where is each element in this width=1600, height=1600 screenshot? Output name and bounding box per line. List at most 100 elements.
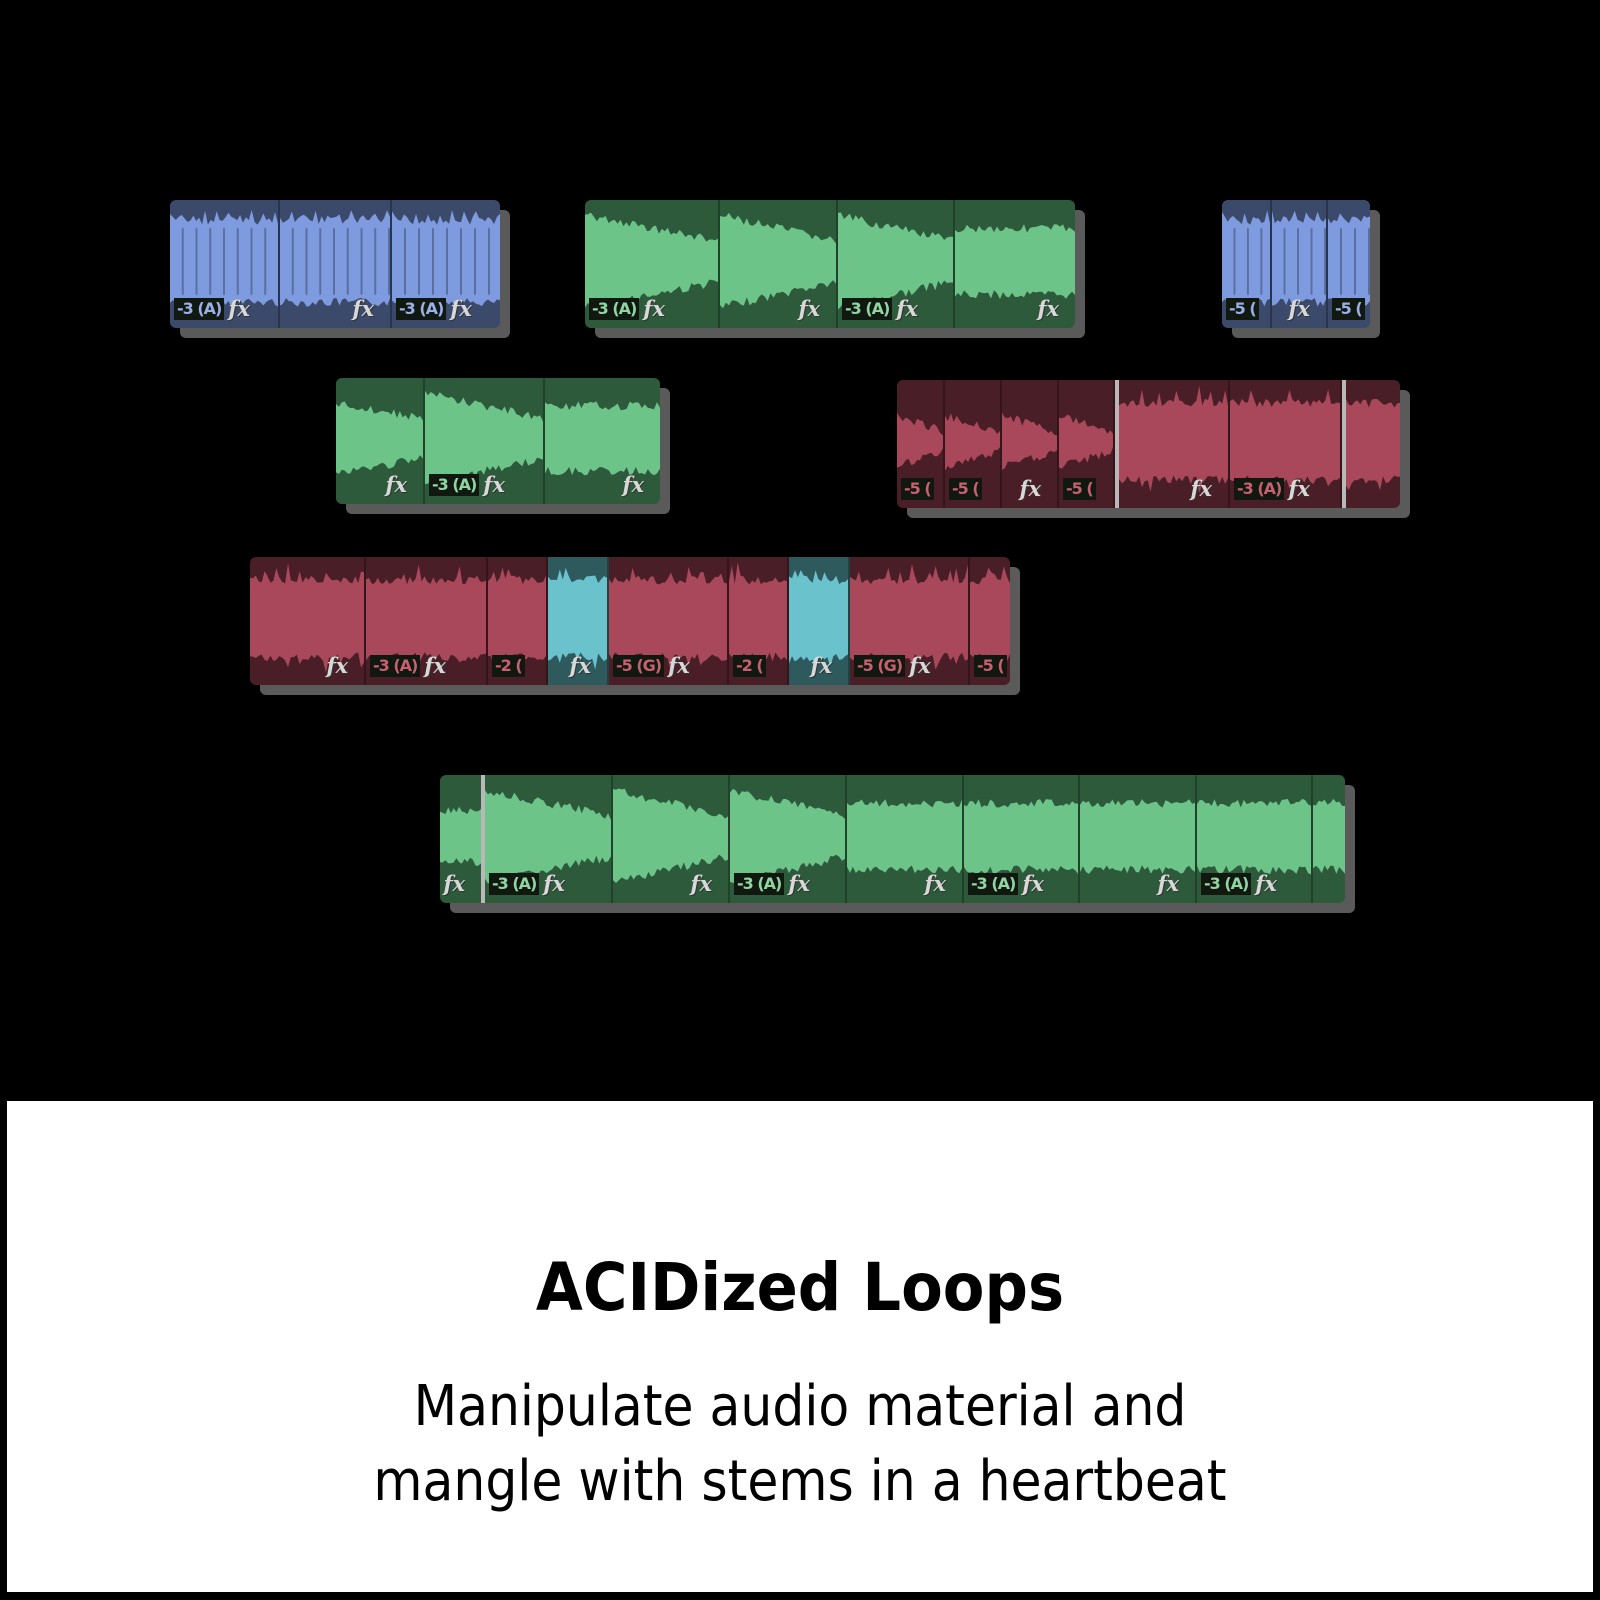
fx-icon[interactable]: fx bbox=[543, 871, 565, 896]
loop-segment[interactable]: -5 ( bbox=[1222, 200, 1272, 328]
fx-icon[interactable]: fx bbox=[443, 871, 465, 896]
waveform-icon bbox=[945, 413, 1000, 471]
pitch-key-badge: -3 (A) bbox=[429, 474, 480, 496]
segment-label: fx bbox=[1019, 478, 1041, 500]
loop-segment[interactable]: -3 (A)fx bbox=[366, 557, 488, 685]
segment-label: -3 (A)fx bbox=[734, 873, 810, 895]
loop-segment[interactable]: fx bbox=[548, 557, 609, 685]
loop-segment[interactable]: -5 ( bbox=[1328, 200, 1370, 328]
fx-icon[interactable]: fx bbox=[1037, 296, 1059, 321]
loop-segment[interactable]: -2 ( bbox=[488, 557, 548, 685]
waveform-icon bbox=[613, 788, 728, 883]
segment-label: fx bbox=[1157, 873, 1179, 895]
loop-segment[interactable]: -5 ( bbox=[970, 557, 1010, 685]
audio-loop-clip[interactable]: fx-3 (A)fx-2 (fx-5 (G)fx-2 (fx-5 (G)fx-5… bbox=[250, 557, 1020, 695]
segment-label: -5 ( bbox=[1332, 298, 1365, 320]
pitch-key-badge: -3 (A) bbox=[1201, 873, 1252, 895]
loop-segment[interactable]: -3 (A)fx bbox=[392, 200, 500, 328]
loop-segment[interactable]: -3 (A)fx bbox=[425, 378, 545, 504]
loop-segment[interactable]: fx bbox=[720, 200, 838, 328]
fx-icon[interactable]: fx bbox=[1288, 476, 1310, 501]
loop-segment[interactable]: -3 (A)fx bbox=[838, 200, 955, 328]
fx-icon[interactable]: fx bbox=[1019, 476, 1041, 501]
loop-segment[interactable]: fx bbox=[1080, 775, 1197, 903]
loop-segment[interactable]: -3 (A)fx bbox=[170, 200, 280, 328]
loop-segment[interactable]: -3 (A)fx bbox=[1197, 775, 1313, 903]
fx-icon[interactable]: fx bbox=[896, 296, 918, 321]
waveform-icon bbox=[1059, 414, 1113, 469]
loop-segment[interactable]: -3 (A)fx bbox=[964, 775, 1080, 903]
loop-segment[interactable] bbox=[1342, 380, 1400, 508]
fx-icon[interactable]: fx bbox=[424, 653, 446, 678]
waveform-icon bbox=[838, 212, 953, 310]
loop-segment[interactable]: fx bbox=[440, 775, 485, 903]
fx-icon[interactable]: fx bbox=[326, 653, 348, 678]
fx-icon[interactable]: fx bbox=[909, 653, 931, 678]
segment-label: -5 ( bbox=[1063, 478, 1096, 500]
fx-icon[interactable]: fx bbox=[1157, 871, 1179, 896]
waveform-icon bbox=[1346, 398, 1400, 491]
segment-label: fx bbox=[443, 873, 465, 895]
loop-segment[interactable]: -3 (A)fx bbox=[585, 200, 720, 328]
loop-segment[interactable]: -2 ( bbox=[729, 557, 789, 685]
loop-segment[interactable]: -5 (G)fx bbox=[609, 557, 729, 685]
segment-label: fx bbox=[798, 298, 820, 320]
loop-segment[interactable]: fx bbox=[847, 775, 964, 903]
fx-icon[interactable]: fx bbox=[1022, 871, 1044, 896]
segment-label: -5 ( bbox=[949, 478, 982, 500]
loop-segment[interactable]: fx bbox=[613, 775, 730, 903]
fx-icon[interactable]: fx bbox=[690, 871, 712, 896]
loop-segment[interactable]: -5 ( bbox=[945, 380, 1002, 508]
fx-icon[interactable]: fx bbox=[1255, 871, 1277, 896]
segment-label: -5 (G)fx bbox=[854, 655, 931, 677]
segment-label: -5 (G)fx bbox=[613, 655, 690, 677]
segment-label: -3 (A)fx bbox=[396, 298, 472, 320]
loop-segment[interactable]: -3 (A)fx bbox=[1230, 380, 1342, 508]
fx-icon[interactable]: fx bbox=[810, 653, 832, 678]
fx-icon[interactable]: fx bbox=[385, 472, 407, 497]
fx-icon[interactable]: fx bbox=[798, 296, 820, 321]
segment-label: -3 (A)fx bbox=[589, 298, 665, 320]
loop-segment[interactable] bbox=[1313, 775, 1345, 903]
fx-icon[interactable]: fx bbox=[450, 296, 472, 321]
loop-segment[interactable]: fx bbox=[1002, 380, 1059, 508]
loop-segment[interactable]: fx bbox=[336, 378, 425, 504]
fx-icon[interactable]: fx bbox=[1288, 296, 1310, 321]
loop-segment[interactable]: -3 (A)fx bbox=[485, 775, 613, 903]
loop-segment[interactable]: -5 ( bbox=[1059, 380, 1115, 508]
fx-icon[interactable]: fx bbox=[569, 653, 591, 678]
pitch-key-badge: -5 ( bbox=[1063, 478, 1096, 500]
fx-icon[interactable]: fx bbox=[643, 296, 665, 321]
fx-icon[interactable]: fx bbox=[352, 296, 374, 321]
loop-segment[interactable]: fx bbox=[280, 200, 392, 328]
pitch-key-badge: -3 (A) bbox=[968, 873, 1019, 895]
fx-icon[interactable]: fx bbox=[228, 296, 250, 321]
fx-icon[interactable]: fx bbox=[924, 871, 946, 896]
segment-label: fx bbox=[690, 873, 712, 895]
fx-icon[interactable]: fx bbox=[788, 871, 810, 896]
audio-loop-clip[interactable]: -5 (-5 (fx-5 (fx-3 (A)fx bbox=[897, 380, 1410, 518]
segment-label: -5 ( bbox=[974, 655, 1007, 677]
fx-icon[interactable]: fx bbox=[622, 472, 644, 497]
loop-segment[interactable]: fx bbox=[789, 557, 850, 685]
fx-icon[interactable]: fx bbox=[483, 472, 505, 497]
waveform-icon bbox=[548, 567, 607, 670]
fx-icon[interactable]: fx bbox=[1190, 476, 1212, 501]
loop-segment[interactable]: -5 ( bbox=[897, 380, 945, 508]
loop-segment[interactable]: fx bbox=[1272, 200, 1328, 328]
loop-segment[interactable]: fx bbox=[250, 557, 366, 685]
loop-segment[interactable]: -3 (A)fx bbox=[730, 775, 847, 903]
clip-body: -5 ( fx -5 ( bbox=[1222, 200, 1370, 328]
loop-segment[interactable]: fx bbox=[955, 200, 1075, 328]
audio-loop-clip[interactable]: -5 ( fx -5 ( bbox=[1222, 200, 1380, 338]
loop-segment[interactable]: -5 (G)fx bbox=[850, 557, 970, 685]
loop-segment[interactable]: fx bbox=[1115, 380, 1230, 508]
fx-icon[interactable]: fx bbox=[668, 653, 690, 678]
loop-segment[interactable]: fx bbox=[545, 378, 660, 504]
pitch-key-badge: -2 ( bbox=[733, 655, 766, 677]
